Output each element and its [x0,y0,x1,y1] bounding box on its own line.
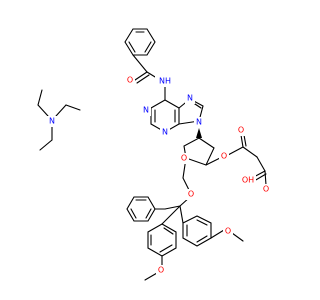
trityl-ether-oxygen-label: O [188,190,194,199]
purine-n3-label: N [162,128,168,137]
purine-n9-label: N [196,118,202,127]
benzamide-oxygen-label: O [127,76,133,85]
sugar-oxygen-label: O [181,154,187,163]
purine-n7-label: N [187,94,193,103]
acid-carbonyl-oxygen-label: O [263,185,269,194]
deoxyribose-ring [182,128,221,193]
molecule-svg: O NH N N N N O O O O OH O O O N [37,28,271,281]
triethylamine [37,89,81,151]
acid-hydroxyl-label: OH [242,176,254,185]
methoxy-oxygen-right-label: O [225,227,231,236]
benzoyl-phenyl-ring [124,28,156,56]
anisyl-ring-left [144,223,177,281]
structure-canvas: O NH N N N N O O O O OH O O O N [37,28,271,281]
purine-n1-label: N [143,106,149,115]
trityl-phenyl-ring [126,196,166,222]
atom-labels: O NH N N N N O O O O OH O O O N [47,75,271,276]
methoxy-oxygen-left-label: O [158,266,164,275]
ester-carbonyl-oxygen-label: O [238,126,244,135]
trityl-core [161,196,191,225]
triethylamine-nitrogen-label: N [49,117,55,126]
anisyl-ring-right [182,215,244,247]
ester-oxygen-label: O [221,152,227,161]
amide-nh-label: NH [159,77,171,86]
